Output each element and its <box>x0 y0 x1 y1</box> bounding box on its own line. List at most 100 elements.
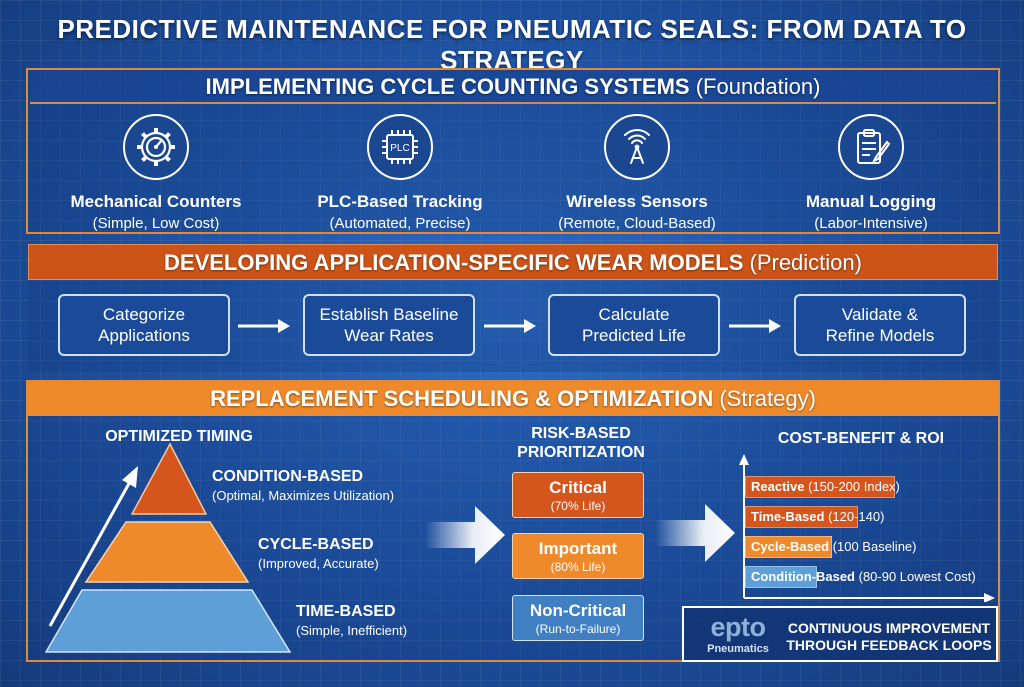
roi-axes <box>739 454 995 602</box>
wireless-signal-icon <box>604 114 670 180</box>
pyramid-label-title: CYCLE-BASED <box>258 536 374 553</box>
method-mechanical-counters: Mechanical Counters (Simple, Low Cost) <box>46 114 266 232</box>
roi-bar-detail: (100 Baseline) <box>829 539 917 554</box>
flow-arrow-icon <box>425 506 505 564</box>
risk-title: Non-Critical <box>529 601 627 620</box>
pyramid-label-cycle: CYCLE-BASED (Improved, Accurate) <box>258 536 379 571</box>
risk-heading-line: PRIORITIZATION <box>517 444 645 461</box>
pyramid-label-title: CONDITION-BASED <box>212 468 364 485</box>
step-line: Establish Baseline <box>319 305 459 324</box>
step-line: Refine Models <box>825 326 935 345</box>
ci-line: THROUGH FEEDBACK LOOPS <box>786 637 992 653</box>
risk-subtitle: (70% Life) <box>550 499 606 513</box>
step-line: Calculate <box>598 305 670 324</box>
risk-title: Critical <box>549 478 607 497</box>
method-subtitle: (Simple, Low Cost) <box>92 215 220 232</box>
clipboard-pen-icon <box>838 114 904 180</box>
logo-text: epto <box>710 612 767 642</box>
risk-subtitle: (Run-to-Failure) <box>535 622 621 636</box>
method-subtitle: (Labor-Intensive) <box>814 215 928 232</box>
roi-bar-fill <box>745 536 832 558</box>
step-line: Predicted Life <box>582 326 686 345</box>
method-title: Wireless Sensors <box>566 192 708 211</box>
roi-bar-name: Reactive <box>751 479 805 494</box>
section-cycle-counting-banner: IMPLEMENTING CYCLE COUNTING SYSTEMS (Fou… <box>30 70 996 104</box>
section-tag: (Foundation) <box>695 74 821 99</box>
method-title: PLC-Based Tracking <box>317 192 483 211</box>
method-manual-logging: Manual Logging (Labor-Intensive) <box>761 114 981 232</box>
optimized-timing-heading: OPTIMIZED TIMING <box>105 428 253 445</box>
section-scheduling-banner: REPLACEMENT SCHEDULING & OPTIMIZATION (S… <box>28 382 998 416</box>
roi-bar: Reactive (150-200 Index) <box>745 476 900 498</box>
pyramid-label-subtitle: (Simple, Inefficient) <box>296 623 408 638</box>
pyramid-label-time: TIME-BASED (Simple, Inefficient) <box>296 603 407 638</box>
section-tag: (Strategy) <box>719 386 816 411</box>
step-line: Applications <box>98 326 190 345</box>
roi-bar-label: Reactive (150-200 Index) <box>751 479 900 494</box>
roi-bar-fill <box>745 476 895 498</box>
section-heading: DEVELOPING APPLICATION-SPECIFIC WEAR MOD… <box>164 250 744 275</box>
arrow-right-icon <box>484 319 536 333</box>
logo-subtitle: Pneumatics <box>707 643 769 655</box>
pyramid-label-condition: CONDITION-BASED (Optimal, Maximizes Util… <box>212 468 394 503</box>
timing-pyramid <box>44 442 292 653</box>
risk-subtitle: (80% Life) <box>550 560 606 574</box>
step-line: Categorize <box>102 305 186 324</box>
gauge-gear-icon <box>123 114 189 180</box>
roi-bar-label: Condition-Based (80-90 Lowest Cost) <box>751 569 976 584</box>
roi-bar-detail: (80-90 Lowest Cost) <box>855 569 976 584</box>
step-validate-refine: Validate & Refine Models <box>794 294 966 356</box>
roi-bar-name: Cycle-Based <box>751 539 830 554</box>
roi-bar-name: Time-Based <box>751 509 825 524</box>
risk-important: Important (80% Life) <box>512 533 644 579</box>
method-subtitle: (Automated, Precise) <box>329 215 471 232</box>
risk-heading-line: RISK-BASED <box>531 425 631 442</box>
flow-arrow-icon <box>655 504 735 562</box>
method-title: Manual Logging <box>805 192 937 211</box>
pyramid-label-subtitle: (Improved, Accurate) <box>258 556 379 571</box>
section-heading: IMPLEMENTING CYCLE COUNTING SYSTEMS <box>205 74 690 99</box>
roi-bar-detail: (150-200 Index) <box>804 479 900 494</box>
roi-bar: Cycle-Based (100 Baseline) <box>745 536 917 558</box>
section-wear-models-banner: DEVELOPING APPLICATION-SPECIFIC WEAR MOD… <box>28 244 998 280</box>
plc-chip-icon: PLC <box>367 114 433 180</box>
roi-bar: Time-Based (120-140) <box>745 506 884 528</box>
step-line: Wear Rates <box>344 326 434 345</box>
plc-icon-text: PLC <box>390 143 409 154</box>
section-heading: REPLACEMENT SCHEDULING & OPTIMIZATION <box>210 386 714 411</box>
step-line: Validate & <box>841 305 919 324</box>
pyramid-label-subtitle: (Optimal, Maximizes Utilization) <box>212 488 395 503</box>
ci-line: CONTINUOUS IMPROVEMENT <box>787 620 991 636</box>
risk-title: Important <box>538 539 618 558</box>
arrow-right-icon <box>729 319 781 333</box>
section-tag: (Prediction) <box>749 250 862 275</box>
pyramid-label-title: TIME-BASED <box>296 603 396 620</box>
method-plc-tracking: PLC PLC-Based Tracking (Automated, Preci… <box>290 114 510 232</box>
risk-critical: Critical (70% Life) <box>512 472 644 518</box>
roi-bar-detail: (120-140) <box>824 509 885 524</box>
roi-bar: Condition-Based (80-90 Lowest Cost) <box>745 566 976 588</box>
arrow-right-icon <box>238 319 290 333</box>
pyramid-level-time <box>44 589 292 653</box>
method-subtitle: (Remote, Cloud-Based) <box>558 215 716 232</box>
main-title: PREDICTIVE MAINTENANCE FOR PNEUMATIC SEA… <box>57 14 967 75</box>
brand-logo: epto Pneumatics <box>690 612 786 655</box>
method-title: Mechanical Counters <box>70 192 242 211</box>
method-wireless-sensors: Wireless Sensors (Remote, Cloud-Based) <box>527 114 747 232</box>
roi-heading: COST-BENEFIT & ROI <box>777 430 945 447</box>
roi-bar-fill <box>745 506 858 528</box>
roi-bar-label: Cycle-Based (100 Baseline) <box>751 539 917 554</box>
roi-bar-name: Condition-Based <box>751 569 855 584</box>
roi-bar-label: Time-Based (120-140) <box>751 509 884 524</box>
roi-bar-fill <box>745 566 817 588</box>
risk-non-critical: Non-Critical (Run-to-Failure) <box>512 595 644 641</box>
pyramid-level-condition <box>130 442 208 515</box>
continuous-improvement-text: CONTINUOUS IMPROVEMENT THROUGH FEEDBACK … <box>782 620 996 654</box>
risk-heading: RISK-BASED PRIORITIZATION <box>506 424 656 462</box>
upward-arrow-head-icon <box>122 466 138 488</box>
pyramid-level-cycle <box>84 521 250 583</box>
footer-box <box>682 606 998 662</box>
